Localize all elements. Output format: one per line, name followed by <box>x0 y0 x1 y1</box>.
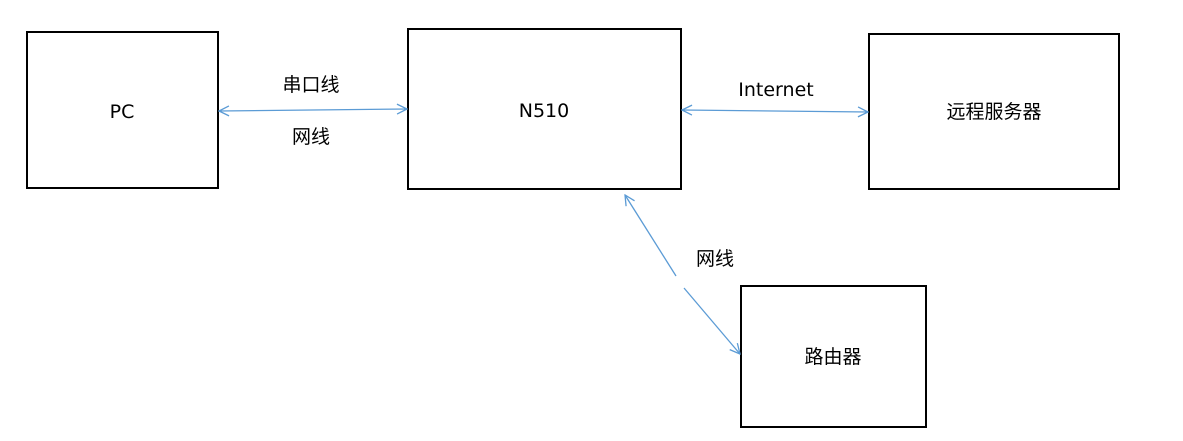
edge-pc-n510-label-ethernet: 网线 <box>292 126 330 148</box>
node-router: 路由器 <box>740 285 927 428</box>
node-n510: N510 <box>407 28 682 190</box>
node-remote-server-label: 远程服务器 <box>946 101 1041 123</box>
edge-n510-server: Internet <box>682 79 868 112</box>
node-remote-server-box <box>868 33 1120 190</box>
edge-n510-router: 网线 <box>625 195 740 354</box>
node-pc-label: PC <box>110 101 135 123</box>
node-n510-box <box>407 28 682 190</box>
edge-n510-server-label-internet: Internet <box>738 79 813 101</box>
edge-n510-router-line-upper <box>625 195 677 277</box>
node-pc-box <box>26 31 219 189</box>
edge-n510-router-line-lower <box>683 287 740 354</box>
edge-pc-n510-line <box>219 109 407 111</box>
edge-pc-n510-label-serial: 串口线 <box>282 74 339 96</box>
node-pc: PC <box>26 31 219 189</box>
node-n510-label: N510 <box>519 100 569 122</box>
edge-n510-server-line <box>682 110 868 112</box>
node-router-box <box>740 285 927 428</box>
node-remote-server: 远程服务器 <box>868 33 1120 190</box>
edge-pc-n510: 串口线 网线 <box>219 74 407 148</box>
node-router-label: 路由器 <box>804 346 861 368</box>
edge-n510-router-label-ethernet: 网线 <box>696 248 734 270</box>
